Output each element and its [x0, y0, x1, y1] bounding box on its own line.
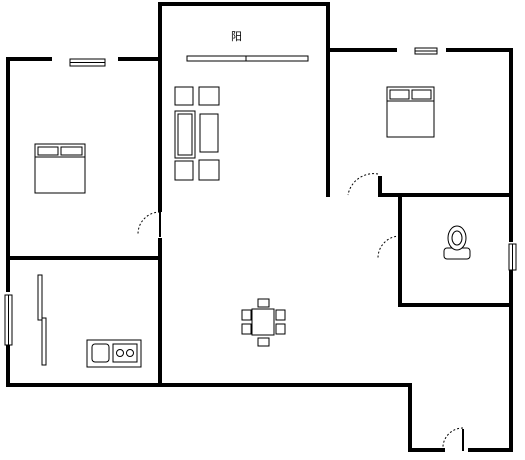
window-icon [414, 47, 438, 55]
room-label-balcony: 阳 [231, 30, 242, 43]
window-icon [69, 58, 106, 67]
windows [4, 47, 517, 346]
door-swing-icon [347, 173, 379, 196]
window-icon [4, 294, 13, 346]
wall-bath-right-lower [398, 268, 513, 307]
bed-icon [34, 143, 86, 194]
door-swing-icon [442, 427, 464, 451]
sofa-icon [174, 86, 220, 181]
walls [6, 2, 513, 452]
door-swing-icon [137, 211, 161, 237]
door-swing-icon [377, 235, 401, 261]
window-icon [508, 243, 517, 271]
window-icon [186, 55, 309, 62]
wall-right-bedroom-top-right [446, 48, 513, 197]
door-swings [137, 173, 464, 451]
wall-left-bedroom-top [6, 57, 52, 260]
wall-balcony [158, 2, 330, 212]
bed-icon [386, 86, 435, 138]
wall-right-lower [468, 303, 513, 452]
wall-kitchen-bottom [6, 383, 445, 452]
stove-icon [86, 339, 142, 368]
toilet-icon [443, 225, 471, 260]
dining-table-icon [241, 298, 286, 347]
kitchen-counter [37, 274, 47, 366]
